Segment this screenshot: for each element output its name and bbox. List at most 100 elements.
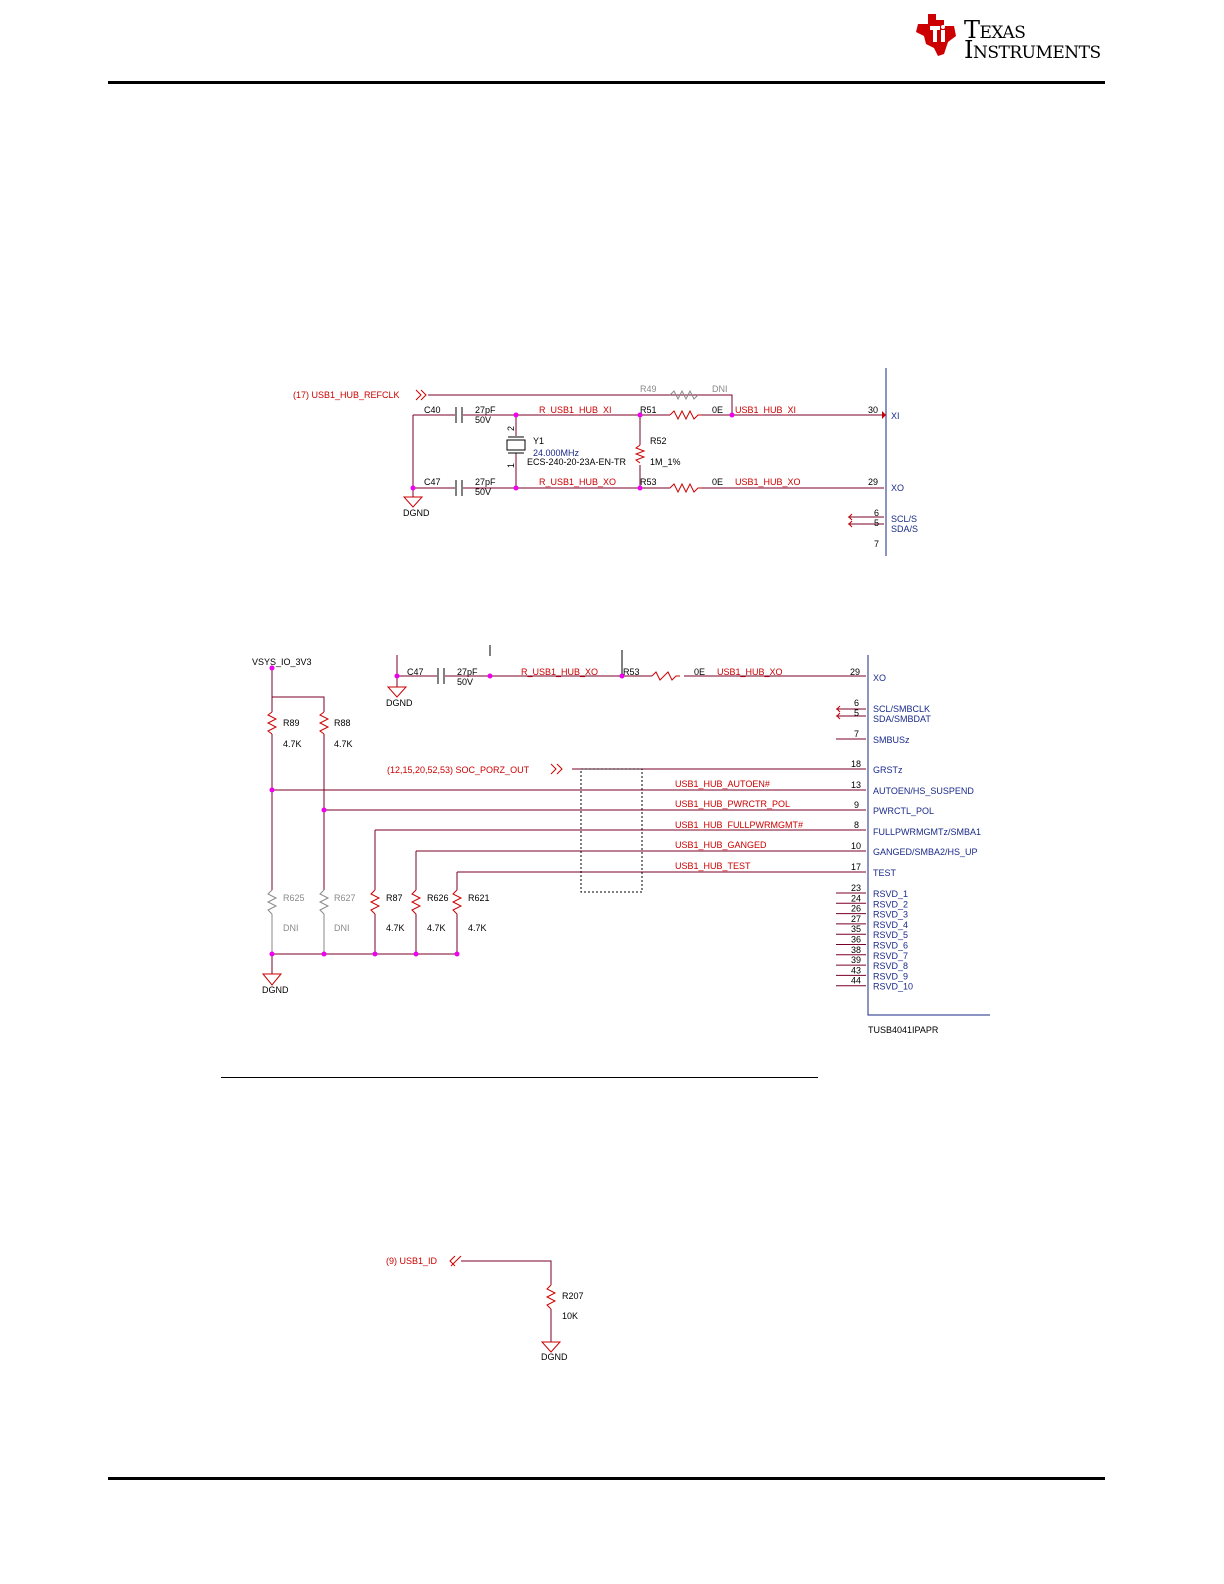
r88-label: R88 (334, 718, 351, 728)
r87-label: R87 (386, 893, 403, 903)
rsvd-pin-name: RSVD_5 (873, 930, 908, 940)
r627-resistor (318, 889, 330, 915)
xi-pin-arrow-icon (882, 411, 886, 419)
pin5b-arrow-icon (836, 712, 841, 720)
fig2-r53-resistor (651, 671, 680, 681)
fig2-net-r-usb1-hub-xo: R_USB1_HUB_XO (521, 667, 598, 677)
pin10-number: 10 (851, 841, 861, 851)
r53-value: 0E (712, 477, 723, 487)
fig2-junctions (269, 665, 460, 957)
usb1-id-wire (461, 1260, 552, 1285)
fig3-ground-label: DGND (541, 1352, 568, 1362)
soc-porz-port-icon (550, 763, 563, 775)
r49-value: DNI (712, 384, 728, 394)
fig1-junctions (410, 412, 735, 491)
ti-logo: Texas Instruments (914, 12, 1114, 64)
pin-scl-name: SCL/S (891, 514, 917, 524)
pin-xi-name: XI (891, 411, 900, 421)
rsvd-pin-number: 27 (851, 914, 861, 924)
net-usb1-hub-pwrctr-pol: USB1_HUB_PWRCTR_POL (675, 799, 790, 809)
pin-sda-name: SDA/S (891, 524, 918, 534)
net-usb1-hub-autoen: USB1_HUB_AUTOEN# (675, 779, 770, 789)
pin10-name: GANGED/SMBA2/HS_UP (873, 847, 978, 857)
pin8-name: FULLPWRMGMTz/SMBA1 (873, 827, 981, 837)
pin6b-number: 6 (854, 698, 859, 708)
c47-label: C47 (424, 477, 441, 487)
pin6-arrow-icon (848, 513, 853, 521)
fig2-c47-voltage: 50V (457, 677, 473, 687)
section-rule (221, 1077, 818, 1078)
r87-value: 4.7K (386, 923, 405, 933)
rsvd-pin-name: RSVD_10 (873, 982, 913, 992)
c47-capacitor (455, 480, 463, 496)
r621-label: R621 (468, 893, 490, 903)
r51-label: R51 (640, 405, 657, 415)
pin6-number: 6 (874, 508, 879, 518)
usb1-id-port-icon (449, 1255, 462, 1267)
net-usb1-hub-xo: USB1_HUB_XO (735, 477, 801, 487)
pin18-number: 18 (851, 759, 861, 769)
fig2-net-usb1-hub-xo: USB1_HUB_XO (717, 667, 783, 677)
c47-voltage: 50V (475, 487, 491, 497)
ti-logo-icon (916, 14, 956, 56)
fig2-ground-icon (261, 973, 283, 986)
pin9-name: PWRCTL_POL (873, 806, 934, 816)
rsvd-pin-number: 36 (851, 935, 861, 945)
rsvd-pin-lines (836, 892, 866, 987)
r52-value: 1M_1% (650, 457, 681, 467)
r626-resistor (410, 889, 422, 915)
r49-resistor (669, 389, 699, 401)
rsvd-pin-name: RSVD_9 (873, 971, 908, 981)
rsvd-pin-number: 39 (851, 955, 861, 965)
pin5b-number: 5 (854, 708, 859, 718)
refclk-net-label: (17) USB1_HUB_REFCLK (293, 390, 400, 400)
r53-label: R53 (640, 477, 657, 487)
y1-pin2: 2 (506, 426, 516, 431)
r52-resistor (634, 444, 646, 464)
y1-frequency: 24.000MHz (533, 448, 580, 458)
pin13-name: AUTOEN/HS_SUSPEND (873, 786, 974, 796)
rsvd-pin-labels: 23RSVD_124RSVD_226RSVD_327RSVD_435RSVD_5… (851, 883, 913, 992)
r625-value: DNI (283, 923, 299, 933)
rsvd-pin-name: RSVD_3 (873, 910, 908, 920)
fig2-r53-value: 0E (694, 667, 705, 677)
pin7-number: 7 (874, 539, 879, 549)
net-r-usb1-hub-xo: R_USB1_HUB_XO (539, 477, 616, 487)
r88-value: 4.7K (334, 739, 353, 749)
logo-text-line2: Instruments (964, 36, 1101, 64)
y1-label: Y1 (533, 436, 544, 446)
r621-resistor (451, 889, 463, 915)
rsvd-pin-name: RSVD_7 (873, 951, 908, 961)
fig2-pin29-number: 29 (850, 667, 860, 677)
r625-resistor (266, 889, 278, 915)
rsvd-pin-number: 26 (851, 904, 861, 914)
c40-label: C40 (424, 405, 441, 415)
fig2-top-stub (489, 645, 623, 676)
pin6b-arrow-icon (836, 705, 841, 713)
rsvd-pin-name: RSVD_8 (873, 961, 908, 971)
pin17-name: TEST (873, 868, 897, 878)
r626-label: R626 (427, 893, 449, 903)
r625-label: R625 (283, 893, 305, 903)
r89-value: 4.7K (283, 739, 302, 749)
fig1-ground-icon (402, 496, 424, 508)
pin8-number: 8 (854, 820, 859, 830)
fig2-c47-label: C47 (407, 667, 424, 677)
rsvd-pin-number: 24 (851, 893, 861, 903)
header-rule (108, 81, 1105, 84)
rsvd-pin-name: RSVD_6 (873, 941, 908, 951)
vsys-rail (271, 668, 325, 712)
r53-resistor (669, 482, 702, 494)
r207-value: 10K (562, 1311, 578, 1321)
r87-resistor (369, 889, 381, 915)
fig1-ground-label: DGND (403, 508, 430, 518)
rsvd-pin-number: 43 (851, 965, 861, 975)
net-usb1-hub-fullpwrmgmt: USB1_HUB_FULLPWRMGMT# (675, 820, 803, 830)
r207-label: R207 (562, 1291, 584, 1301)
soc-porz-net-label: (12,15,20,52,53) SOC_PORZ_OUT (387, 765, 530, 775)
fig1-wires (412, 368, 887, 556)
r621-value: 4.7K (468, 923, 487, 933)
rsvd-pin-name: RSVD_4 (873, 920, 908, 930)
